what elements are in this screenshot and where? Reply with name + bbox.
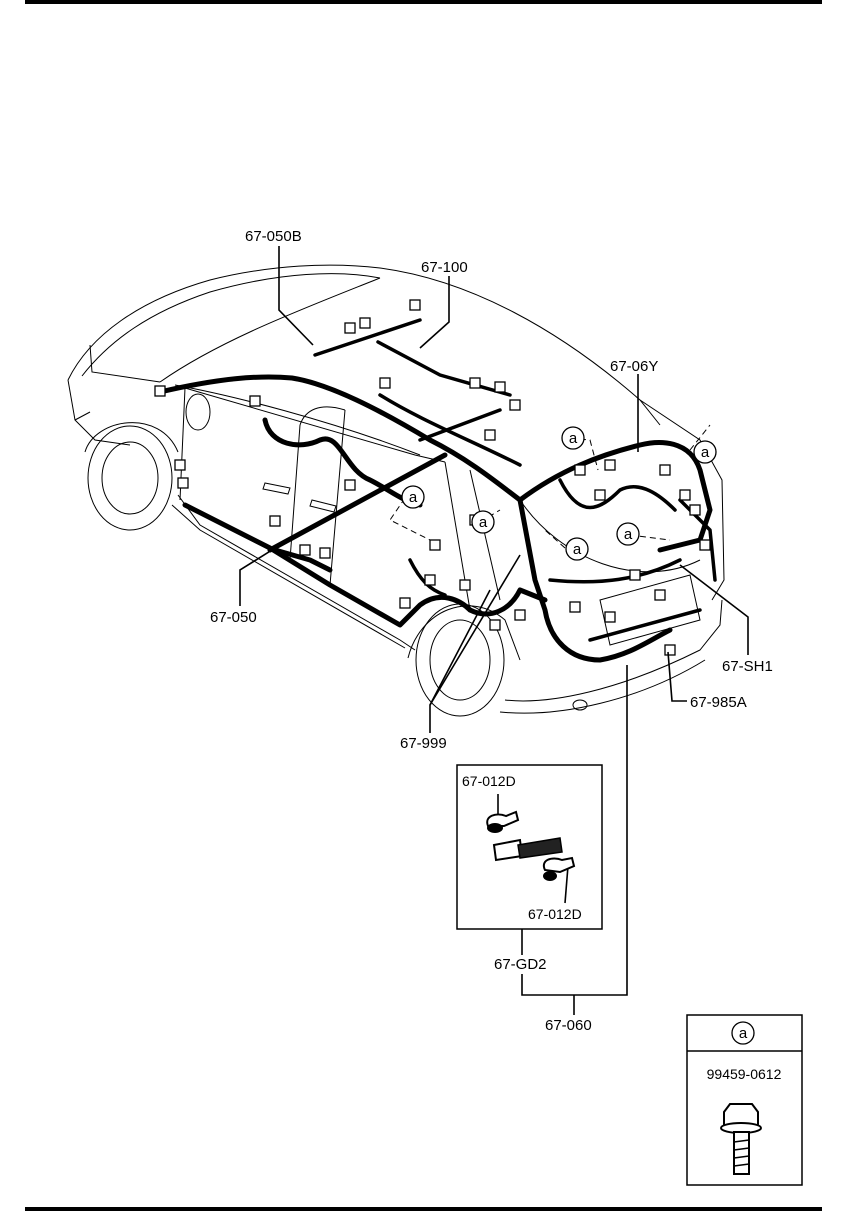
connector — [629, 569, 641, 581]
marker-a-label: a — [573, 541, 582, 558]
connector — [429, 539, 441, 551]
marker-a: a — [693, 440, 717, 464]
car-body — [67, 264, 725, 717]
marker-a: a — [401, 485, 425, 509]
label-67-050b: 67-050B — [245, 228, 302, 245]
connector — [424, 574, 436, 586]
ground-terminal-bottom-eye — [543, 871, 557, 881]
ground-terminal-top — [486, 810, 520, 827]
connector — [249, 395, 261, 407]
connector — [604, 459, 616, 471]
connector — [654, 589, 666, 601]
top-rule — [25, 0, 822, 4]
label-67-999: 67-999 — [400, 735, 447, 752]
marker-a-label: a — [569, 430, 578, 447]
connector — [574, 464, 586, 476]
ground-terminal-bottom — [542, 856, 576, 874]
label-67-sh1: 67-SH1 — [722, 658, 773, 675]
bottom-rule — [25, 1207, 822, 1211]
label-67-012d-bottom: 67-012D — [528, 906, 582, 922]
marker-a-label: a — [479, 514, 488, 531]
legend-marker-circle — [731, 1021, 755, 1045]
connector — [409, 299, 421, 311]
label-67-985a: 67-985A — [690, 694, 747, 711]
detail-inset: 67-012D 67-012D — [456, 764, 603, 930]
label-67-06y: 67-06Y — [610, 358, 658, 375]
connector — [359, 317, 371, 329]
fastener-legend: a 99459-0612 — [686, 1014, 803, 1186]
marker-a: a — [561, 426, 585, 450]
connector — [177, 477, 189, 489]
ground-terminal-top-eye — [487, 823, 503, 833]
callout-labels: 67-050B 67-100 67-06Y 67-050 67-SH1 67-9… — [210, 228, 773, 1034]
connector — [679, 489, 691, 501]
connectors — [154, 299, 711, 656]
marker-a-label: a — [409, 489, 418, 506]
connector — [379, 377, 391, 389]
connector — [319, 547, 331, 559]
connector — [514, 609, 526, 621]
marker-a-label: a — [701, 444, 710, 461]
harness-routing — [157, 318, 717, 663]
connector — [484, 429, 496, 441]
marker-a: a — [565, 537, 589, 561]
connector — [459, 579, 471, 591]
connector — [604, 611, 616, 623]
connector — [344, 479, 356, 491]
connector — [269, 515, 281, 527]
label-67-060: 67-060 — [545, 1017, 592, 1034]
callout-leaders — [239, 246, 749, 1015]
connector — [659, 464, 671, 476]
label-67-100: 67-100 — [421, 259, 468, 276]
marker-a: a — [471, 510, 495, 534]
connector — [469, 377, 481, 389]
connector — [509, 399, 521, 411]
connector — [664, 644, 676, 656]
legend-marker-label: a — [739, 1025, 748, 1042]
connector — [174, 459, 186, 471]
connector — [299, 544, 311, 556]
marker-a-group: a a a a a a — [401, 426, 717, 561]
connector — [494, 381, 506, 393]
connector — [344, 322, 356, 334]
label-67-012d-top: 67-012D — [462, 773, 516, 789]
grommet-body — [517, 837, 563, 859]
connector — [699, 539, 711, 551]
connector — [489, 619, 501, 631]
connector — [594, 489, 606, 501]
label-67-050: 67-050 — [210, 609, 257, 626]
connector — [569, 601, 581, 613]
connector — [154, 385, 166, 397]
legend-part-number: 99459-0612 — [707, 1066, 782, 1082]
marker-a: a — [616, 522, 640, 546]
bolt-icon — [720, 1103, 762, 1175]
marker-a-label: a — [624, 526, 633, 543]
connector — [399, 597, 411, 609]
label-67-gd2: 67-GD2 — [494, 956, 547, 973]
connector — [689, 504, 701, 516]
